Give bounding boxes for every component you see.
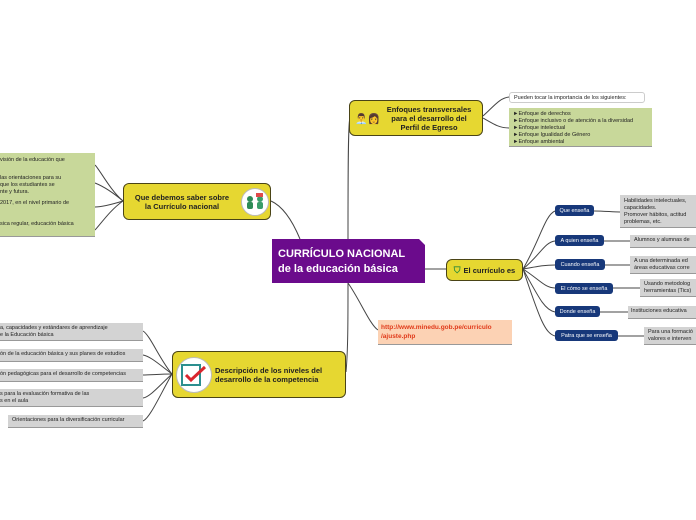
item-line: a, capacidades y estándares de aprendiza… <box>0 325 108 331</box>
saber-note: 2017, en el nivel primario de <box>0 200 70 206</box>
enfoques-note[interactable]: Pueden tocar la importancia de los sigui… <box>509 92 645 103</box>
branch-note[interactable]: Para una formació valores e interven <box>644 327 696 344</box>
note-line: áreas educativas corre <box>634 265 690 271</box>
enfoques-node[interactable]: 👨‍💼👩 Enfoques transversales para el desa… <box>349 100 483 136</box>
saber-note: las orientaciones para su <box>0 175 62 181</box>
note-line: capacidades. <box>624 205 657 211</box>
enfoques-title-line3: Perfil de Egreso <box>400 122 458 132</box>
note-line: valores e interven <box>648 336 692 342</box>
branch-como-ensena[interactable]: El cómo se enseña <box>555 283 613 294</box>
checklist-icon <box>176 357 212 393</box>
saber-note: visión de la educación que <box>0 157 65 163</box>
saber-notes[interactable]: visión de la educación que las orientaci… <box>0 153 95 236</box>
enfoques-list[interactable]: ►Enfoque de derechos ►Enfoque inclusivo … <box>509 108 652 146</box>
branch-a-quien-ensena[interactable]: A quien enseña <box>555 235 604 246</box>
saber-title-line2: la Currículo nacional <box>144 201 220 211</box>
enfoque-item: ►Enfoque Igualidad de Género <box>513 132 591 138</box>
note-line: A una determinada ed <box>634 258 688 264</box>
saber-title-line1: Que debemos saber sobre <box>134 192 230 202</box>
branch-note[interactable]: Usando metodolog herramientas (Tics) <box>640 279 696 296</box>
niveles-item[interactable]: ón pedagógicas para el desarrollo de com… <box>0 369 143 381</box>
central-topic[interactable]: CURRÍCULO NACIONAL de la educación básic… <box>272 239 425 283</box>
team-icon <box>241 188 269 216</box>
enfoque-item: ►Enfoque ambiental <box>513 139 565 145</box>
branch-note[interactable]: Instituciones educativa <box>628 306 696 318</box>
note-line: problemas, etc. <box>624 219 662 225</box>
saber-note: que los estudiantes se <box>0 182 55 188</box>
people-icon: 👨‍💼👩 <box>355 114 380 125</box>
enfoque-item: ►Enfoque de derechos <box>513 111 571 117</box>
curriculo-node[interactable]: ⛉ El currículo es <box>446 259 523 281</box>
shield-icon: ⛉ <box>453 264 461 275</box>
branch-label: Patra que se enseña <box>561 332 612 339</box>
enfoques-title-line2: para el desarrollo del <box>391 113 467 123</box>
item-line: e la Educación básica <box>0 332 54 338</box>
niveles-item[interactable]: ón de la educación básica y sus planes d… <box>0 349 143 361</box>
niveles-item[interactable]: s para la evaluación formativa de las s … <box>0 389 143 406</box>
branch-label: Cuando enseña <box>560 261 600 268</box>
note-line: Usando metodolog <box>644 281 691 287</box>
item-line: Orientaciones para la diversificación cu… <box>12 417 125 423</box>
link-line2: /ajuste.php <box>381 333 416 340</box>
branch-label: El cómo se enseña <box>560 285 608 292</box>
branch-note[interactable]: Habilidades intelectuales, capacidades. … <box>620 195 696 227</box>
enfoques-title-line1: Enfoques transversales <box>386 104 472 114</box>
item-line: ón pedagógicas para el desarrollo de com… <box>0 371 126 377</box>
niveles-title-line2: desarrollo de la competencia <box>215 374 319 384</box>
item-line: s en el aula <box>0 398 29 404</box>
curriculo-title: El currículo es <box>463 265 516 275</box>
saber-note: nte y futura. <box>0 189 30 195</box>
note-line: Instituciones educativa <box>631 308 687 314</box>
branch-label: A quien enseña <box>560 237 599 244</box>
branch-label: Que enseña <box>559 207 590 214</box>
branch-note[interactable]: A una determinada ed áreas educativas co… <box>630 256 696 273</box>
niveles-title-line1: Descripción de los niveles del <box>215 365 323 375</box>
note-line: herramientas (Tics) <box>644 288 692 294</box>
note-line: Promover hábitos, actitud <box>624 212 687 218</box>
branch-label: Donde enseña <box>559 308 596 315</box>
enfoque-item: ►Enfoque intelectual <box>513 125 566 131</box>
item-line: s para la evaluación formativa de las <box>0 391 90 397</box>
minedu-link[interactable]: http://www.minedu.gob.pe/curriculo /ajus… <box>378 320 512 344</box>
note-line: Para una formació <box>648 329 693 335</box>
note-line: Alumnos y alumnas de <box>634 237 690 243</box>
branch-para-que-ensena[interactable]: Patra que se enseña <box>555 330 618 341</box>
note-line: Habilidades intelectuales, <box>624 198 687 204</box>
enfoque-item: ►Enfoque inclusivo o de atención a la di… <box>513 118 634 124</box>
niveles-item[interactable]: a, capacidades y estándares de aprendiza… <box>0 323 143 340</box>
branch-note[interactable]: Alumnos y alumnas de <box>630 235 696 247</box>
saber-note: sica regular, educación básica <box>0 221 74 227</box>
item-line: ón de la educación básica y sus planes d… <box>0 351 126 357</box>
branch-cuando-ensena[interactable]: Cuando enseña <box>555 259 605 270</box>
link-line1: http://www.minedu.gob.pe/curriculo <box>381 324 492 331</box>
central-title-line2: de la educación básica <box>278 263 398 275</box>
branch-que-ensena[interactable]: Que enseña <box>555 205 594 216</box>
niveles-item[interactable]: Orientaciones para la diversificación cu… <box>8 415 143 427</box>
central-title-line1: CURRÍCULO NACIONAL <box>278 248 406 260</box>
enfoques-note-text: Pueden tocar la importancia de los sigui… <box>514 95 627 101</box>
branch-donde-ensena[interactable]: Donde enseña <box>555 306 600 317</box>
